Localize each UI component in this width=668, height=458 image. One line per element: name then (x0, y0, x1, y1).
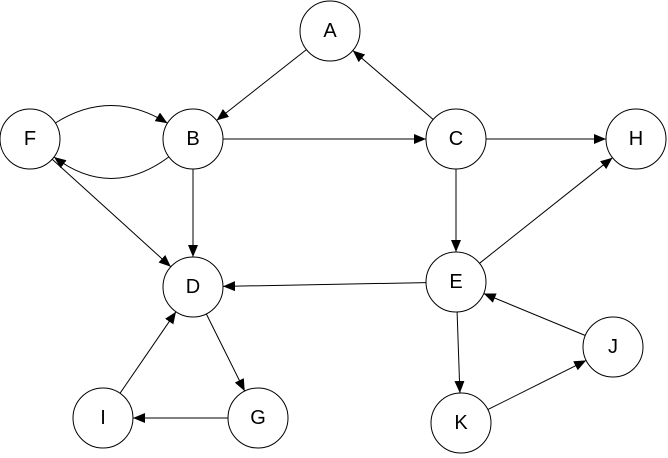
node-k: K (430, 392, 492, 454)
edges (51, 49, 613, 423)
node-c: C (425, 108, 487, 170)
node-label: I (100, 407, 106, 429)
edge-k-to-j (487, 359, 587, 411)
node-g: G (227, 387, 289, 449)
node-label: F (24, 128, 36, 150)
node-d: D (162, 256, 224, 318)
node-label: B (186, 128, 199, 150)
node-label: C (449, 128, 463, 150)
node-i: I (72, 387, 134, 449)
edge-e-to-k (454, 311, 465, 394)
edge-c-to-a (352, 50, 434, 120)
node-f: F (0, 108, 61, 170)
edge-e-to-d (222, 281, 427, 292)
node-circle (0, 108, 61, 170)
node-label: G (250, 407, 266, 429)
node-circle (582, 316, 644, 378)
edge-b-to-f (53, 156, 170, 179)
node-j: J (582, 316, 644, 378)
edge-e-to-h (479, 157, 613, 264)
edge-d-to-g (205, 313, 246, 392)
node-label: D (186, 276, 200, 298)
node-circle (605, 108, 667, 170)
edge-a-to-b (216, 49, 307, 121)
node-b: B (162, 108, 224, 170)
node-label: J (608, 336, 618, 358)
node-a: A (299, 0, 361, 62)
node-circle (162, 256, 224, 318)
node-label: H (629, 128, 643, 150)
node-circle (162, 108, 224, 170)
edge-i-to-d (119, 311, 177, 394)
node-circle (72, 387, 134, 449)
node-label: E (449, 271, 462, 293)
node-circle (425, 108, 487, 170)
node-circle (227, 387, 289, 449)
edge-f-to-d (51, 158, 172, 268)
edge-f-to-b (55, 105, 168, 124)
node-circle (430, 392, 492, 454)
node-circle (299, 0, 361, 62)
node-circle (425, 251, 487, 313)
edge-j-to-e (483, 293, 586, 336)
node-e: E (425, 251, 487, 313)
node-label: K (454, 412, 468, 434)
node-h: H (605, 108, 667, 170)
node-label: A (323, 20, 337, 42)
